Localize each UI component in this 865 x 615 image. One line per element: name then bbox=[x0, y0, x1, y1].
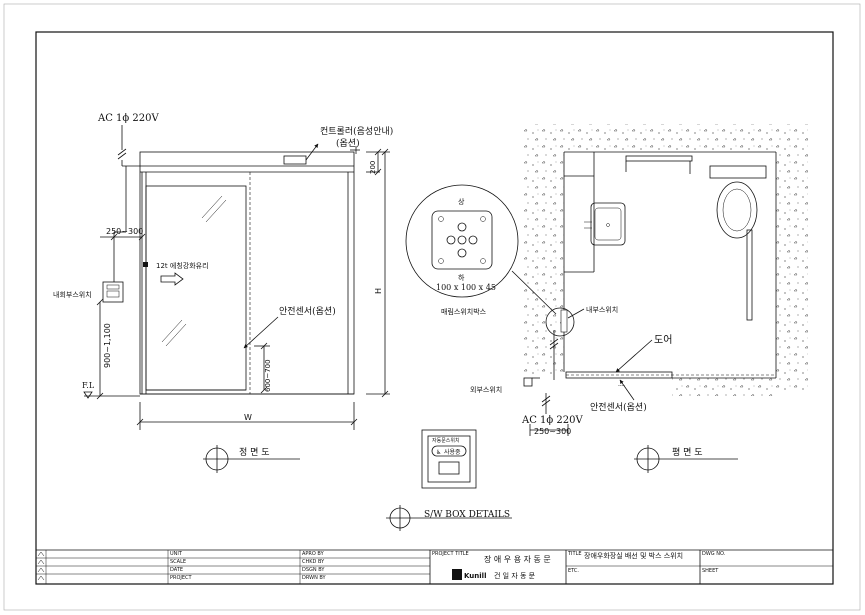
detail-circle bbox=[405, 184, 519, 298]
detail-size-label: 100 x 100 x 45 bbox=[436, 283, 496, 292]
field-scale: SCALE bbox=[170, 559, 187, 565]
outer-switch-box bbox=[523, 377, 533, 387]
toilet-bowl bbox=[716, 181, 758, 239]
detail-caption: 매림스위치박스 bbox=[441, 307, 487, 316]
detail-bottom-label: 하 bbox=[458, 273, 465, 282]
glass-door-panel bbox=[145, 185, 247, 391]
dim-sensor-label: 600~700 bbox=[264, 359, 272, 392]
plan-power-label: AC 1ϕ 220V bbox=[521, 415, 583, 426]
dim-top-label: 200 bbox=[369, 161, 377, 174]
toilet-tank bbox=[709, 165, 767, 179]
wheelchair-icon: ♿ bbox=[436, 449, 441, 456]
dim-height-label: H bbox=[374, 288, 383, 294]
plan-view: ---- 내부스위치 도어 외부스위치 안전센서(옵션) AC 1ϕ 220V … bbox=[470, 124, 808, 473]
detail-top-label: 상 bbox=[458, 197, 465, 206]
plan-safety-sensor-label: 안전센서(옵션) bbox=[590, 402, 647, 413]
safety-sensor-label: 안전센서(옵션) bbox=[279, 306, 336, 317]
sheet-outer-border bbox=[3, 3, 861, 611]
controller-option-label: (옵션) bbox=[336, 138, 360, 149]
company-name: 건 일 자 동 문 bbox=[494, 572, 536, 580]
field-drwn-by: DRWN BY bbox=[302, 575, 326, 581]
front-view-caption: 정 면 도 bbox=[239, 447, 270, 458]
door-frame bbox=[139, 151, 355, 395]
plan-dim-label: 250~300 bbox=[534, 427, 571, 436]
company-logo-text: Kunill bbox=[464, 572, 487, 580]
field-project: PROJECT bbox=[170, 575, 192, 581]
door-label: 도어 bbox=[654, 334, 672, 346]
sw-box-details: 자동문스위치 ♿ 사용중 S/W BOX DETAILS bbox=[386, 429, 512, 531]
sw-box-caption: S/W BOX DETAILS bbox=[424, 510, 510, 520]
plan-view-caption: 평 면 도 bbox=[672, 447, 703, 458]
outer-switch-label: 외부스위치 bbox=[470, 385, 502, 394]
etc-label: ETC. bbox=[568, 568, 580, 574]
title-block bbox=[36, 549, 833, 584]
controller-label: 컨트롤러(음성안내) bbox=[320, 126, 393, 137]
field-chkd-by: CHKD BY bbox=[302, 559, 325, 565]
door-tiny-label: ---- bbox=[618, 383, 625, 389]
field-apro-by: APRO BY bbox=[302, 551, 324, 557]
sheet-label: SHEET bbox=[702, 568, 719, 574]
inner-switch-label: 내부스위치 bbox=[586, 305, 618, 314]
front-power-label: AC 1ϕ 220V bbox=[97, 113, 159, 124]
drawing-frame bbox=[35, 31, 834, 585]
sw-box-title: 자동문스위치 bbox=[432, 437, 460, 444]
project-title-label: PROJECT TITLE bbox=[432, 551, 469, 557]
inside-switch-label: 내회부스위치 bbox=[53, 290, 92, 299]
inside-switch-box bbox=[102, 281, 124, 303]
field-date: DATE bbox=[170, 567, 184, 573]
washbasin bbox=[590, 202, 626, 246]
project-title: 장 애 우 용 자 동 문 bbox=[484, 555, 551, 564]
field-unit: UNIT bbox=[170, 551, 182, 557]
sw-box-button-label: 사용중 bbox=[444, 448, 461, 456]
floor-level-label: F.L bbox=[82, 381, 95, 390]
dim-side-label: 250~300 bbox=[106, 227, 143, 236]
front-view: AC 1ϕ 220V 컨트롤러(음성안내) (옵션) bbox=[53, 113, 393, 473]
flush-box bbox=[431, 210, 493, 270]
grab-bar-top bbox=[625, 155, 693, 162]
grab-bar-side bbox=[746, 229, 753, 321]
switch-detail: 상 하 100 x 100 x 45 매림스위치박스 bbox=[405, 184, 557, 316]
glass-marker bbox=[143, 262, 148, 267]
dwg-no-label: DWG NO. bbox=[702, 551, 726, 557]
controller-box bbox=[283, 155, 307, 165]
sw-box-outer bbox=[421, 429, 477, 489]
kunill-logo-mark bbox=[452, 569, 462, 580]
drawing-title: 장애우화장실 배선 및 박스 스위치 bbox=[584, 552, 684, 560]
field-dsgn-by: DSGN BY bbox=[302, 567, 325, 573]
inner-switch-detail bbox=[545, 307, 575, 337]
dim-width-label: W bbox=[244, 413, 252, 422]
dim-switch-height-label: 900~1,100 bbox=[103, 323, 112, 368]
title-label: TITLE bbox=[568, 551, 582, 557]
glass-label: 12t 에칭강화유리 bbox=[156, 261, 209, 270]
